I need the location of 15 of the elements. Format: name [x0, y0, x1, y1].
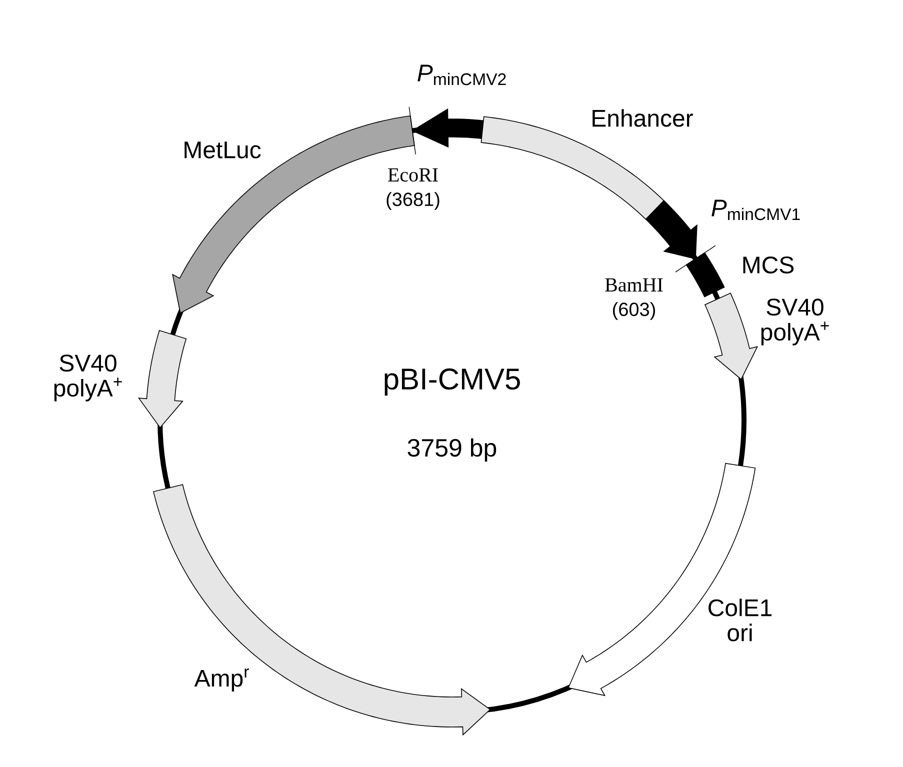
feature-label: MetLuc [184, 142, 261, 158]
feature-label: SV40 polyA$^{+}$ [54, 354, 122, 402]
feature-label: Enhancer [592, 109, 693, 127]
feature-label: SV40 polyA$^{+}$ [761, 298, 829, 346]
site-label: BamHI [605, 278, 663, 292]
site-label: EcoRI [388, 168, 438, 182]
feature-label: P$_{minCMV2}$ [418, 64, 506, 86]
feature-label: MCS [743, 256, 794, 274]
site-position: (3681) [386, 192, 440, 210]
site-position: (603) [613, 302, 655, 320]
plasmid-size: 3759 bp [408, 438, 496, 462]
feature-label: P$_{minCMV1}$ [712, 200, 800, 220]
feature-label: Amp$^{r}$ [194, 668, 249, 692]
plasmid-name: pBI-CMV5 [384, 368, 520, 396]
feature-label: ColE1 ori [708, 598, 772, 642]
